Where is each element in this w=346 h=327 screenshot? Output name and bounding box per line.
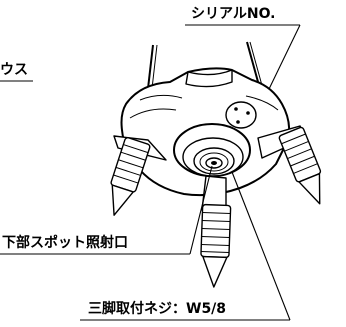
tripod-screw-leader <box>231 171 291 321</box>
left-leg <box>110 137 151 216</box>
partial-left-label: ウス <box>0 62 28 78</box>
spot-window-label: 下部スポット照射口 <box>2 234 128 251</box>
instrument-body <box>113 41 307 211</box>
tripod-screw-label: 三脚取付ネジ：W5/8 <box>88 300 226 317</box>
serial-plate <box>225 101 257 129</box>
spot-window-leader <box>189 165 213 255</box>
serial-number-label: シリアルNO. <box>191 6 276 22</box>
right-leg <box>278 126 322 205</box>
front-leg <box>200 203 232 288</box>
